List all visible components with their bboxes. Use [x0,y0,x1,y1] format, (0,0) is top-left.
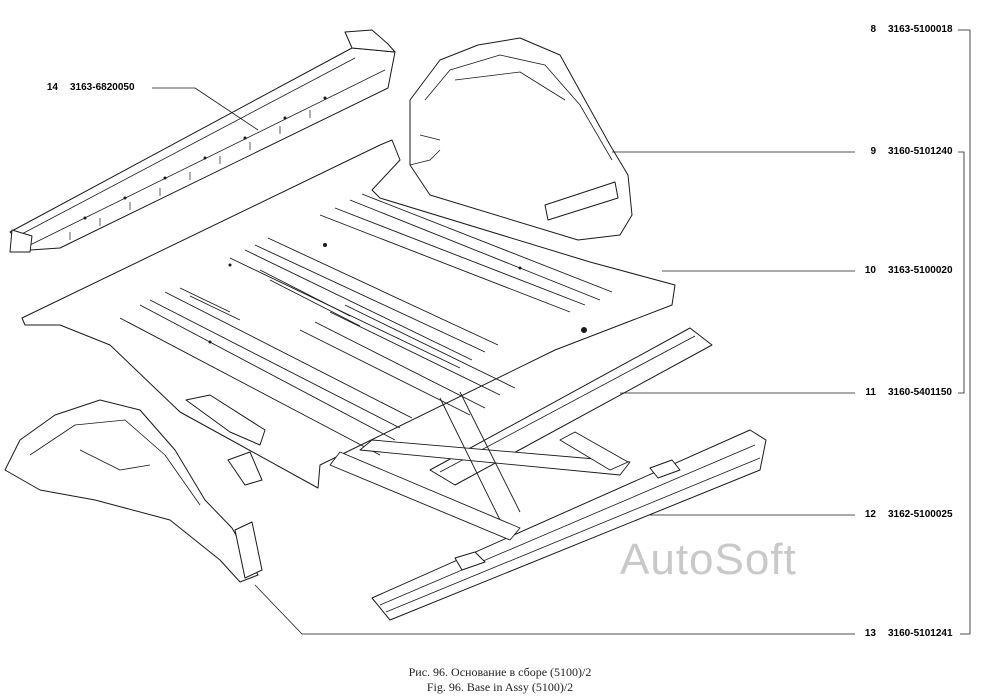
callout-9: 9 3160-5101240 [858,145,953,159]
callout-14: 14 3163-6820050 [40,81,135,95]
callout-number: 14 [46,82,58,93]
callout-11: 11 3160-5401150 [858,386,952,400]
part-number: 3163-6820050 [70,82,135,93]
figure-caption-ru: Рис. 96. Основание в сборе (5100)/2 [408,665,592,679]
callout-number: 11 [865,387,876,398]
callout-12: 12 3162-5100025 [858,508,953,522]
part-number: 3160-5101241 [888,628,953,639]
part-number: 3160-5401150 [888,387,952,398]
bracket [185,394,266,486]
part-10-floor-panel [21,139,676,489]
callout-number: 13 [864,628,876,639]
callout-8: 8 3163-5100018 [858,23,953,37]
leader-lines [152,29,971,635]
callout-number: 8 [870,24,876,35]
callout-number: 10 [864,265,876,276]
part-number: 3162-5100025 [888,509,953,520]
part-14-side-rail [9,29,396,253]
callout-number: 12 [864,509,876,520]
part-9-wheel-housing-right [409,37,633,241]
callout-13: 13 3160-5101241 [858,627,953,641]
part-13-wheel-housing-left [4,399,263,583]
part-number: 3163-5100020 [888,265,953,276]
part-number: 3160-5101240 [888,146,953,157]
callout-number: 9 [870,146,876,157]
part-number: 3163-5100018 [888,24,953,35]
underframe [329,391,631,541]
callout-10: 10 3163-5100020 [858,264,953,278]
part-12-sill-beam [371,429,767,621]
figure-caption-en: Fig. 96. Base in Assy (5100)/2 [426,680,574,694]
watermark: AutoSoft [620,535,797,584]
